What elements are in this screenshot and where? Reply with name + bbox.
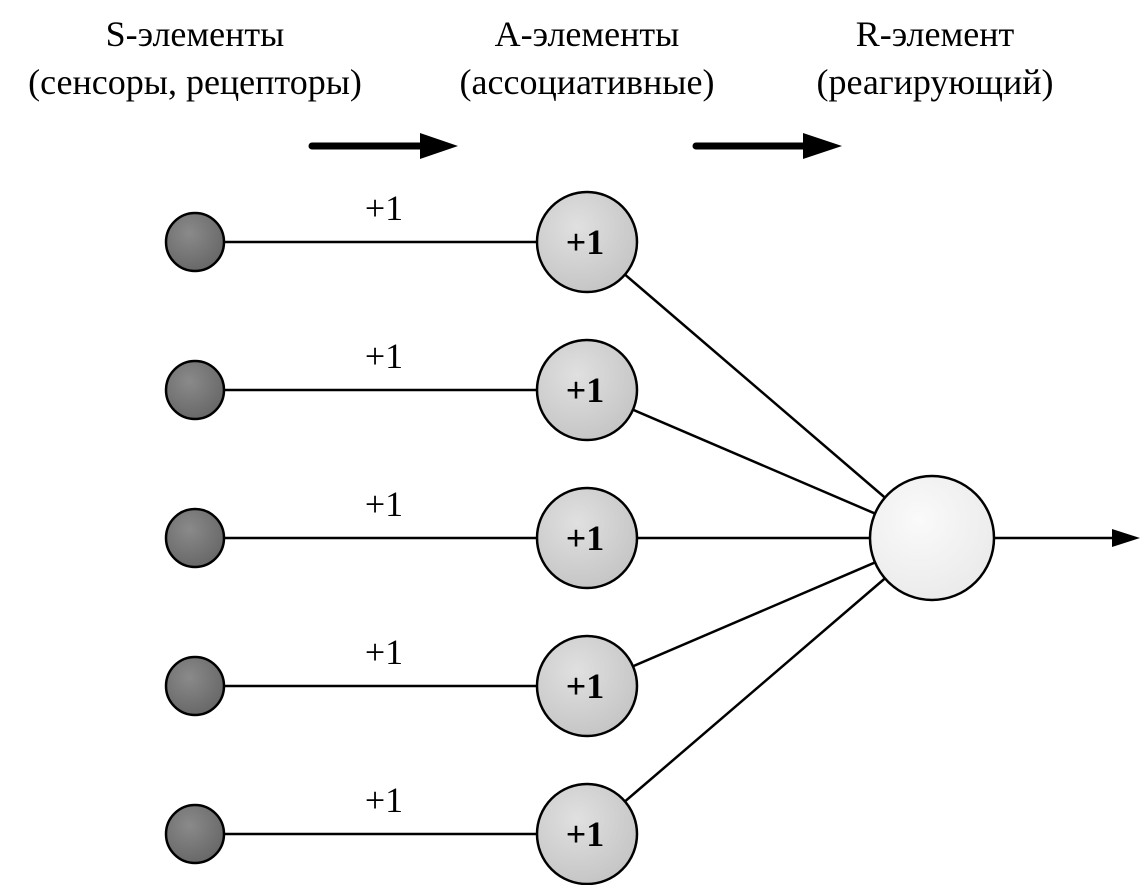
- a-element-label: +1: [566, 666, 605, 706]
- a-to-r-connection: [632, 408, 876, 515]
- header-r-element: R-элемент (реагирующий): [790, 10, 1080, 106]
- a-element-node: [535, 486, 639, 590]
- s-element-node: [164, 655, 226, 717]
- a-element-node: [535, 782, 639, 885]
- weight-label: +1: [365, 780, 403, 820]
- a-to-r-connection: [632, 561, 876, 668]
- weight-label: +1: [365, 188, 403, 228]
- row-1: +1 +1: [164, 188, 886, 499]
- header-a-elements: A-элементы (ассоциативные): [432, 10, 742, 106]
- header-s-elements: S-элементы (сенсоры, рецепторы): [0, 10, 390, 106]
- r-element-node: [868, 474, 996, 602]
- a-to-r-connection: [624, 273, 886, 499]
- a-element-label: +1: [566, 222, 605, 262]
- output-arrow: [993, 529, 1140, 547]
- row-5: +1 +1: [164, 577, 886, 885]
- a-element-node: [535, 190, 639, 294]
- header-s-subtitle: (сенсоры, рецепторы): [28, 62, 362, 102]
- flow-arrow-s-to-a: [308, 133, 458, 159]
- s-element-node: [164, 507, 226, 569]
- a-element-label: +1: [566, 814, 605, 854]
- a-to-r-connection: [624, 577, 886, 803]
- header-a-subtitle: (ассоциативные): [459, 62, 715, 102]
- a-element-label: +1: [566, 370, 605, 410]
- header-r-title: R-элемент: [855, 14, 1015, 54]
- a-element-label: +1: [566, 518, 605, 558]
- row-4: +1 +1: [164, 561, 876, 738]
- flow-arrow-a-to-r: [692, 133, 842, 159]
- weight-label: +1: [365, 632, 403, 672]
- header-s-title: S-элементы: [105, 14, 285, 54]
- a-element-node: [535, 338, 639, 442]
- a-element-node: [535, 634, 639, 738]
- header-a-title: A-элементы: [494, 14, 680, 54]
- s-element-node: [164, 803, 226, 865]
- header-r-subtitle: (реагирующий): [816, 62, 1054, 102]
- row-3: +1 +1: [164, 484, 870, 590]
- weight-label: +1: [365, 484, 403, 524]
- s-element-node: [164, 359, 226, 421]
- row-2: +1 +1: [164, 336, 876, 515]
- s-element-node: [164, 211, 226, 273]
- weight-label: +1: [365, 336, 403, 376]
